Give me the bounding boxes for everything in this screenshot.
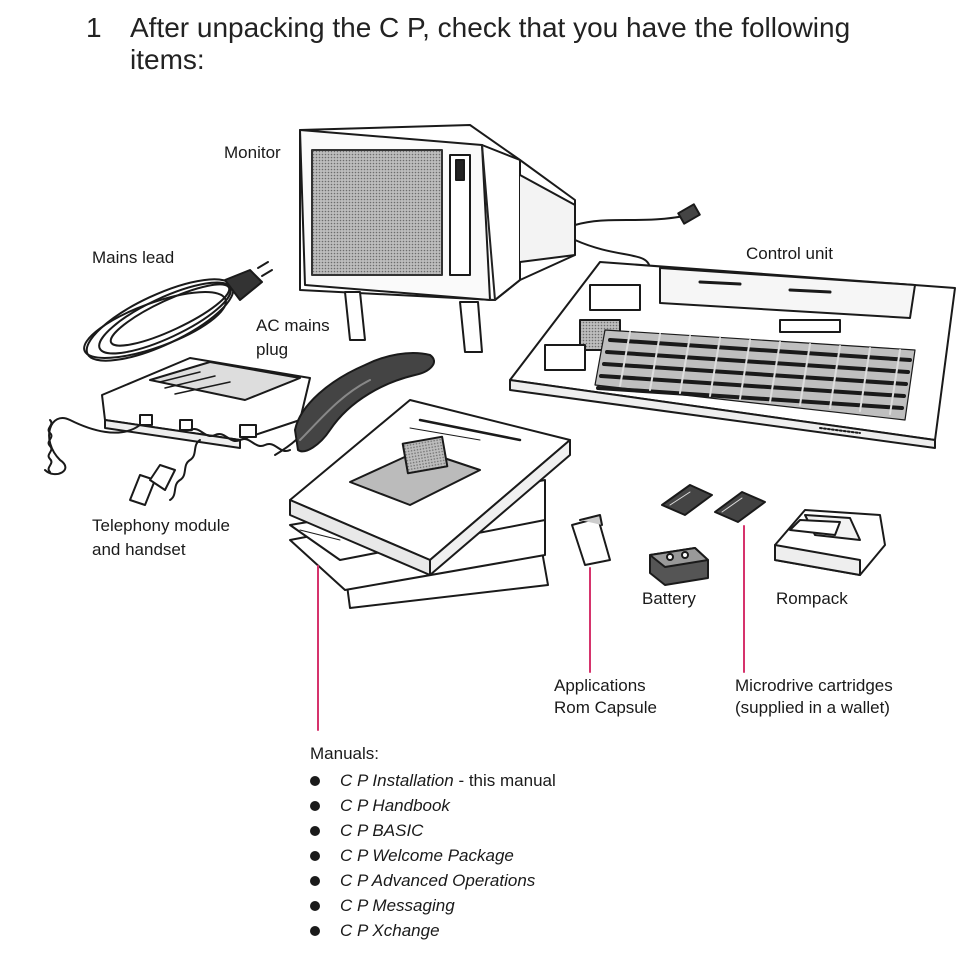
label-microdrive-cartridges: Microdrive cartridges (supplied in a wal… xyxy=(735,675,893,719)
step-instruction-line-1: After unpacking the C P, check that you … xyxy=(130,12,851,43)
manual-title: C P BASIC xyxy=(340,821,424,840)
rom-capsule-illustration xyxy=(571,514,611,566)
manuals-stack-illustration xyxy=(289,399,571,609)
step-instruction-line-2: items: xyxy=(130,44,205,75)
handset-illustration xyxy=(294,352,435,453)
label-ac-mains-plug-line-1: AC mains xyxy=(256,316,330,335)
manual-title: C P Handbook xyxy=(340,796,450,815)
label-monitor: Monitor xyxy=(224,143,281,162)
label-battery: Battery xyxy=(642,589,696,608)
manual-item: C P BASIC xyxy=(310,818,556,843)
label-microdrive-line-2: (supplied in a wallet) xyxy=(735,698,890,717)
manual-title: C P Messaging xyxy=(340,896,455,915)
handset-coil-cord xyxy=(44,417,311,506)
mains-lead-illustration xyxy=(83,261,273,362)
label-telephony-line-2: and handset xyxy=(92,540,186,559)
label-telephony-line-1: Telephony module xyxy=(92,516,230,535)
manual-item: C P Welcome Package xyxy=(310,843,556,868)
leader-lines xyxy=(317,525,745,731)
control-unit-illustration xyxy=(509,261,956,449)
label-applications-line-2: Rom Capsule xyxy=(554,698,657,717)
battery-illustration xyxy=(649,547,709,586)
bullet-icon xyxy=(310,800,320,811)
manual-item: C P Installation - this manual xyxy=(310,768,556,793)
bullet-icon xyxy=(310,900,320,911)
manual-item: C P Xchange xyxy=(310,918,556,943)
bullet-icon xyxy=(310,775,320,786)
label-telephony-module: Telephony module and handset xyxy=(92,515,230,561)
label-microdrive-line-1: Microdrive cartridges xyxy=(735,676,893,695)
manual-suffix: - this manual xyxy=(453,771,556,790)
manual-title: C P Installation xyxy=(340,771,454,790)
bullet-icon xyxy=(310,875,320,886)
manual-title: C P Advanced Operations xyxy=(340,871,536,890)
microdrive-cartridges-illustration xyxy=(661,484,766,523)
manuals-heading: Manuals: xyxy=(310,744,379,763)
manual-title: C P Welcome Package xyxy=(340,846,514,865)
label-mains-lead: Mains lead xyxy=(92,248,175,267)
manual-item: C P Messaging xyxy=(310,893,556,918)
manual-item: C P Handbook xyxy=(310,793,556,818)
label-applications-line-1: Applications xyxy=(554,676,646,695)
label-rompack: Rompack xyxy=(776,589,848,608)
label-control-unit: Control unit xyxy=(746,244,833,263)
bullet-icon xyxy=(310,850,320,861)
rompack-illustration xyxy=(774,509,886,576)
label-ac-mains-plug: AC mains plug xyxy=(256,315,330,361)
label-ac-mains-plug-line-2: plug xyxy=(256,340,289,359)
label-applications-rom-capsule: Applications Rom Capsule xyxy=(554,675,657,719)
manual-title: C P Xchange xyxy=(340,921,440,940)
bullet-icon xyxy=(310,825,320,836)
bullet-icon xyxy=(310,925,320,936)
telephony-module-illustration xyxy=(101,357,311,449)
manuals-list: C P Installation - this manual C P Handb… xyxy=(310,768,556,943)
step-instruction: After unpacking the C P, check that you … xyxy=(130,12,930,76)
manual-item: C P Advanced Operations xyxy=(310,868,556,893)
monitor-illustration xyxy=(299,124,701,353)
step-number: 1 xyxy=(86,12,102,43)
